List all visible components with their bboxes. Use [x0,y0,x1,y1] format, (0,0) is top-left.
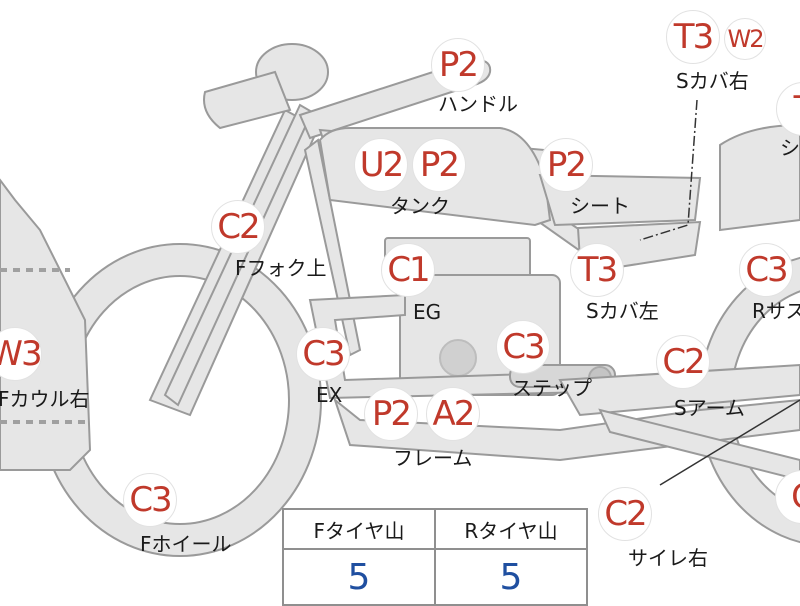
grade-badge-s-cover-right-2: W2 [724,18,766,60]
label-handle: ハンドル [438,92,518,116]
grade-badge-frame: P2 [364,387,418,441]
grade-badge-swing-arm: C2 [656,335,710,389]
label-tank: タンク [390,194,450,218]
grade-badge-handle: P2 [431,38,485,92]
front-tire-header: Fタイヤ山 [282,508,436,550]
grade-badge-front-wheel: C3 [123,473,177,527]
label-front-wheel: Fホイール [140,532,232,556]
leader-line-silencer [659,399,800,486]
tail-shape [719,123,800,232]
swing-arm-shape [558,363,800,417]
grade-badge-frame-2: A2 [426,387,480,441]
grade-badge-tank: P2 [412,138,466,192]
front-cowl-shape [0,178,92,471]
label-swing-arm: Sアーム [674,396,745,420]
label-frame: フレーム [393,446,473,470]
grade-badge-front-cowl: W3 [0,327,43,381]
label-step: ステップ [512,376,592,400]
label-front-fork: Fフォク上 [235,256,327,280]
grade-badge-s-cover-left: T3 [570,243,624,297]
rear-tire-header: Rタイヤ山 [434,508,588,550]
grade-badge-front-fork: C2 [211,200,265,254]
rear-tire-value: 5 [434,548,588,606]
label-s-cover-right: Sカバ右 [676,69,749,93]
grade-badge-exhaust: C3 [296,327,350,381]
front-tire-value: 5 [282,548,436,606]
label-top-right-partial: シ [780,136,800,160]
tire-tread-table: Fタイヤ山 Rタイヤ山 5 5 [282,508,588,606]
leader-line-s-cover-right [639,99,698,241]
label-silencer: サイレ右 [628,546,708,570]
grade-badge-step: C3 [496,320,550,374]
label-engine: EG [413,300,442,324]
label-seat: シート [570,194,630,218]
label-exhaust: EX [316,383,343,407]
grade-badge-rear-suspension: C3 [739,243,793,297]
grade-badge-engine: C1 [381,243,435,297]
label-s-cover-left: Sカバ左 [586,299,659,323]
grade-badge-seat: P2 [539,138,593,192]
grade-badge-s-cover-right: T3 [666,10,720,64]
label-rear-suspension: Rサス [752,299,800,323]
label-front-cowl: Fカウル右 [0,387,90,411]
grade-badge-tank-u2: U2 [354,138,408,192]
grade-badge-silencer: C2 [598,487,652,541]
